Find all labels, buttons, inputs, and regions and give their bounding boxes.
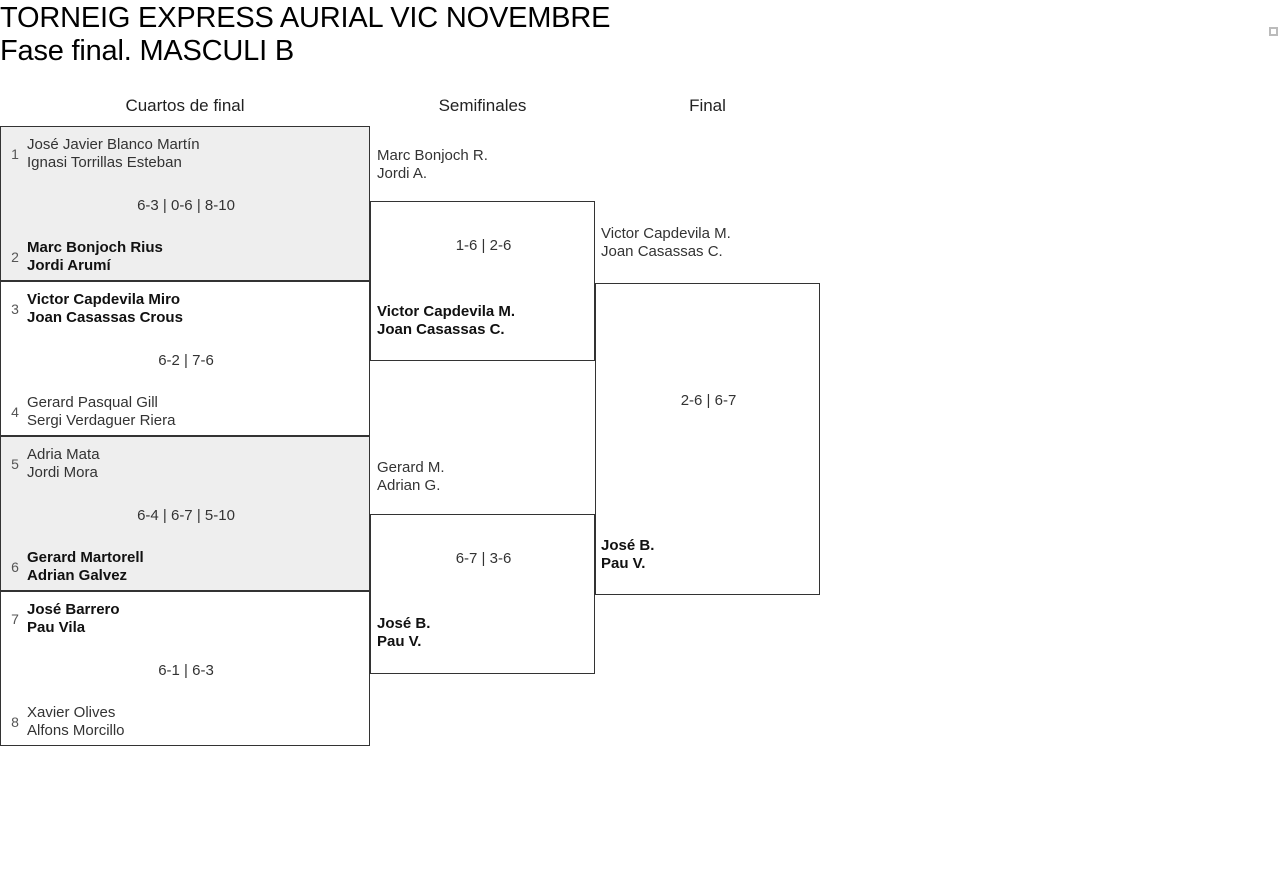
player-name: Joan Casassas Crous (27, 309, 183, 326)
player-name: José B. (601, 537, 655, 554)
player-name: Adrian Galvez (27, 567, 128, 584)
player-name: Marc Bonjoch R. (377, 147, 488, 164)
team-entry[interactable]: Victor Capdevila Miro Joan Casassas Crou… (27, 291, 183, 327)
player-name: Gerard M. (377, 459, 445, 476)
match-score: 6-4 | 6-7 | 5-10 (137, 507, 235, 524)
player-name: Xavier Olives (27, 704, 116, 721)
team-entry[interactable]: Gerard M. Adrian G. (377, 459, 445, 495)
match-box-quarterfinal-4[interactable]: 7 José Barrero Pau Vila 6-1 | 6-3 8 Xavi… (0, 591, 370, 746)
tournament-subtitle: Fase final. MASCULI B (0, 35, 294, 67)
seed-number: 1 (11, 146, 19, 162)
team-entry[interactable]: José B. Pau V. (601, 537, 654, 573)
seed-number: 3 (11, 301, 19, 317)
player-name: Gerard Pasqual Gill (27, 394, 158, 411)
match-box-quarterfinal-2[interactable]: 3 Victor Capdevila Miro Joan Casassas Cr… (0, 281, 370, 436)
round-header-quarterfinals: Cuartos de final (125, 96, 245, 115)
player-name: Jordi Mora (27, 464, 98, 481)
team-entry[interactable]: Victor Capdevila M. Joan Casassas C. (377, 303, 515, 339)
tournament-title: TORNEIG EXPRESS AURIAL VIC NOVEMBRE (0, 2, 611, 34)
seed-number: 7 (11, 611, 19, 627)
player-name: Jordi Arumí (27, 257, 111, 274)
page-title: TORNEIG EXPRESS AURIAL VIC NOVEMBRE Fase… (0, 0, 900, 68)
match-score: 6-7 | 3-6 (455, 550, 512, 567)
match-box-quarterfinal-1[interactable]: 1 José Javier Blanco Martín Ignasi Torri… (0, 126, 370, 281)
player-name: Sergi Verdaguer Riera (27, 412, 176, 429)
match-score: 6-1 | 6-3 (158, 662, 214, 679)
seed-number: 6 (11, 559, 19, 575)
seed-number: 2 (11, 249, 19, 265)
team-entry[interactable]: Victor Capdevila M. Joan Casassas C. (601, 225, 731, 261)
player-name: Gerard Martorell (27, 549, 144, 566)
team-entry[interactable]: Adria Mata Jordi Mora (27, 446, 100, 482)
team-entry[interactable]: Gerard Pasqual Gill Sergi Verdaguer Rier… (27, 394, 175, 430)
team-entry[interactable]: José B. Pau V. (377, 615, 430, 651)
team-entry[interactable]: Xavier Olives Alfons Morcillo (27, 704, 125, 740)
match-box-final[interactable]: 2-6 | 6-7 (595, 283, 820, 595)
player-name: Marc Bonjoch Rius (27, 239, 163, 256)
seed-number: 5 (11, 456, 19, 472)
match-box-quarterfinal-3[interactable]: 5 Adria Mata Jordi Mora 6-4 | 6-7 | 5-10… (0, 436, 370, 591)
player-name: Victor Capdevila M. (601, 225, 731, 242)
player-name: José Javier Blanco Martín (27, 136, 200, 153)
player-name: Joan Casassas C. (601, 243, 723, 260)
player-name: Victor Capdevila M. (377, 303, 516, 320)
round-header-final: Final (689, 96, 726, 115)
corner-marker-icon (1269, 27, 1278, 36)
match-score: 6-2 | 7-6 (158, 352, 214, 369)
player-name: Pau V. (377, 633, 422, 650)
match-score: 2-6 | 6-7 (680, 392, 737, 409)
player-name: Ignasi Torrillas Esteban (27, 154, 182, 171)
round-header-semifinals: Semifinales (438, 96, 527, 115)
player-name: Victor Capdevila Miro (27, 291, 181, 308)
team-entry[interactable]: Gerard Martorell Adrian Galvez (27, 549, 144, 585)
player-name: Jordi A. (377, 165, 428, 182)
match-box-semifinal-1[interactable]: 1-6 | 2-6 (370, 201, 595, 361)
player-name: Adria Mata (27, 446, 100, 463)
player-name: José Barrero (27, 601, 120, 618)
team-entry[interactable]: José Javier Blanco Martín Ignasi Torrill… (27, 136, 200, 172)
player-name: Pau Vila (27, 619, 86, 636)
seed-number: 4 (11, 404, 19, 420)
team-entry[interactable]: José Barrero Pau Vila (27, 601, 120, 637)
team-entry[interactable]: Marc Bonjoch Rius Jordi Arumí (27, 239, 163, 275)
seed-number: 8 (11, 714, 19, 730)
match-score: 6-3 | 0-6 | 8-10 (137, 197, 235, 214)
player-name: José B. (377, 615, 431, 632)
match-box-semifinal-2[interactable]: 6-7 | 3-6 (370, 514, 595, 674)
player-name: Adrian G. (377, 477, 441, 494)
team-entry[interactable]: Marc Bonjoch R. Jordi A. (377, 147, 488, 183)
match-score: 1-6 | 2-6 (455, 237, 512, 254)
player-name: Alfons Morcillo (27, 722, 125, 739)
player-name: Joan Casassas C. (377, 321, 505, 338)
player-name: Pau V. (601, 555, 646, 572)
